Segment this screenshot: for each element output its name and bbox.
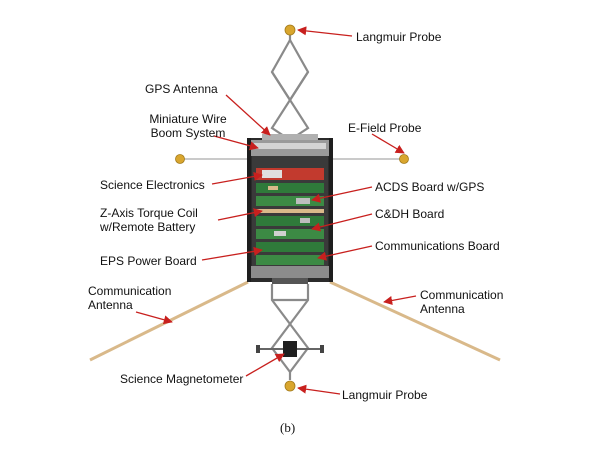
label-boom-system-line2: Boom System xyxy=(150,126,226,140)
label-torque-coil: Z-Axis Torque Coil w/Remote Battery xyxy=(100,206,198,234)
figure-caption: (b) xyxy=(280,420,296,435)
label-boom-system-line1: Miniature Wire xyxy=(149,112,227,126)
arrow-magnetometer xyxy=(245,353,285,377)
arrow-eps xyxy=(201,246,263,261)
arrow-efield xyxy=(371,133,405,154)
label-communications-board: Communications Board xyxy=(375,239,500,253)
label-gps-antenna: GPS Antenna xyxy=(145,82,218,96)
label-science-magnetometer: Science Magnetometer xyxy=(120,372,244,386)
efield-boom xyxy=(175,154,409,164)
arrow-langmuir-top xyxy=(297,26,353,37)
arrow-langmuir-bottom xyxy=(297,384,341,395)
label-eps-power-board: EPS Power Board xyxy=(100,254,197,268)
label-efield-probe: E-Field Probe xyxy=(348,121,422,135)
arrow-torque-coil xyxy=(217,208,263,221)
label-comm-antenna-left-line1: Communication xyxy=(88,284,172,298)
arrow-acds xyxy=(311,186,373,203)
arrow-comm-antenna-right xyxy=(383,295,417,305)
langmuir-probe-top xyxy=(284,24,296,36)
label-comm-antenna-right-line2: Antenna xyxy=(420,302,465,316)
efield-probe-left xyxy=(175,154,185,164)
callout-arrows xyxy=(135,26,417,395)
satellite-body xyxy=(247,134,333,284)
communication-antenna-right xyxy=(329,280,501,362)
label-comm-antenna-right-line1: Communication xyxy=(420,288,504,302)
arrow-comm-antenna-left xyxy=(135,311,173,325)
arrow-gps-antenna xyxy=(225,94,271,136)
efield-probe-right xyxy=(399,154,409,164)
arrow-cdh xyxy=(311,213,373,232)
science-magnetometer xyxy=(256,341,324,357)
label-torque-coil-line2: w/Remote Battery xyxy=(100,220,196,234)
label-langmuir-probe-bottom: Langmuir Probe xyxy=(342,388,428,402)
top-scissor-boom xyxy=(270,34,310,141)
label-boom-system: Miniature Wire Boom System xyxy=(128,112,248,140)
label-acds-board: ACDS Board w/GPS xyxy=(375,180,485,194)
arrow-comms-board xyxy=(317,245,373,261)
label-langmuir-probe-top: Langmuir Probe xyxy=(356,30,442,44)
label-cdh-board: C&DH Board xyxy=(375,207,445,221)
label-comm-antenna-right: Communication Antenna xyxy=(420,288,503,316)
label-science-electronics: Science Electronics xyxy=(100,178,205,192)
label-comm-antenna-left: Communication Antenna xyxy=(88,284,171,312)
label-torque-coil-line1: Z-Axis Torque Coil xyxy=(100,206,198,220)
label-comm-antenna-left-line2: Antenna xyxy=(88,298,133,312)
bottom-scissor-boom xyxy=(270,284,310,380)
arrow-science-electronics xyxy=(211,171,263,185)
arrow-boom-system xyxy=(213,135,259,151)
langmuir-probe-bottom xyxy=(284,380,296,392)
